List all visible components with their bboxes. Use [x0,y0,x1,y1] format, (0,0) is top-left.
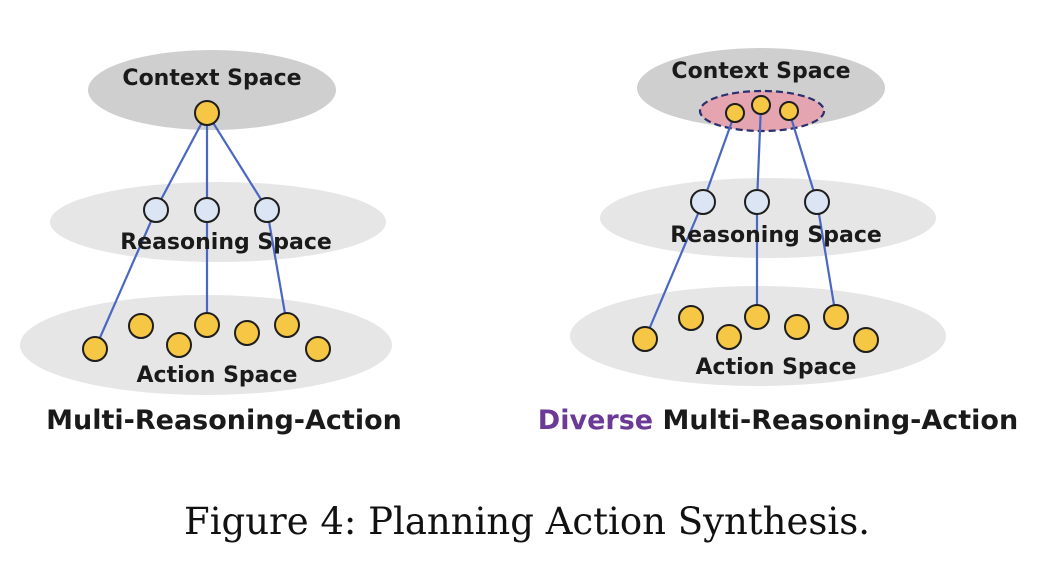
left-action-node-1 [82,336,108,362]
left-panel: Context Space Reasoning Space Action Spa… [20,50,402,436]
right-reasoning-node-1 [690,189,716,215]
left-reasoning-node-2 [194,197,220,223]
right-action-node-1 [632,326,658,352]
right-edges [643,104,838,340]
diagram-figure: Context Space Reasoning Space Action Spa… [20,48,1018,436]
left-action-node-4 [194,312,220,338]
left-context-node [194,100,220,126]
right-context-node-1 [725,103,745,123]
right-edge-r1-to-a1 [643,201,705,340]
right-edge-c2-to-r2 [755,104,763,203]
right-action-node-4 [744,304,770,330]
left-action-node-3 [166,332,192,358]
right-action-node-3 [716,324,742,350]
right-context-node-3 [779,101,799,121]
left-action-node-5 [234,320,260,346]
right-action-node-5 [784,314,810,340]
right-reasoning-node-3 [804,189,830,215]
left-panel-title: Multi-Reasoning-Action [46,405,402,436]
left-reasoning-node-1 [143,197,169,223]
right-context-label: Context Space [671,59,850,84]
left-edge-r3-to-a6 [265,209,289,326]
left-action-node-2 [128,313,154,339]
left-action-node-6 [274,312,300,338]
right-panel: Context Space Reasoning Space Action Spa… [538,48,1018,436]
right-action-node-6 [823,304,849,330]
right-action-node-2 [678,305,704,331]
right-edge-c3-to-r3 [787,110,819,203]
left-reasoning-label: Reasoning Space [120,230,332,255]
right-action-node-7 [853,327,879,353]
left-reasoning-node-3 [254,197,280,223]
left-edge-root-to-r3 [206,112,268,210]
right-reasoning-space-ellipse [600,178,936,258]
left-edge-r1-to-a1 [93,209,158,350]
right-edge-c1-to-r1 [701,112,737,203]
left-edges [93,112,289,350]
left-reasoning-space-ellipse [50,182,386,262]
right-panel-title: Diverse Multi-Reasoning-Action [538,405,1018,436]
right-reasoning-node-2 [744,189,770,215]
right-action-space-ellipse [570,286,946,386]
right-action-label: Action Space [696,355,857,380]
left-edge-root-to-r1 [155,112,208,210]
left-context-label: Context Space [122,66,301,91]
left-context-space-ellipse [88,50,336,130]
right-title-highlight-word: Diverse [538,405,653,436]
right-edge-r3-to-a6 [815,201,838,318]
left-action-node-7 [305,336,331,362]
left-action-label: Action Space [137,363,298,388]
figure-caption: Figure 4: Planning Action Synthesis. [184,500,870,543]
right-context-node-2 [751,95,771,115]
right-reasoning-label: Reasoning Space [670,223,882,248]
right-title-rest: Multi-Reasoning-Action [653,405,1018,436]
